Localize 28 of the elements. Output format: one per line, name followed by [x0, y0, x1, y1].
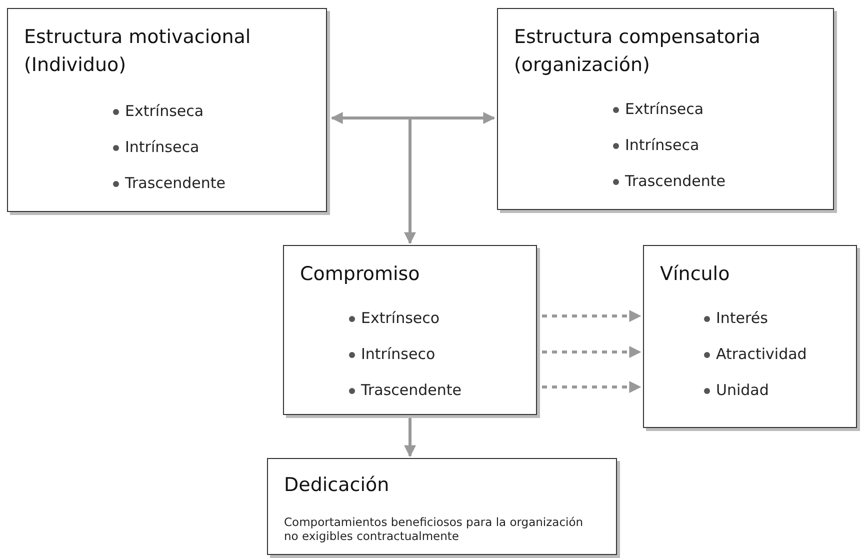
arrow — [542, 346, 642, 358]
list-item: Extrínseca — [625, 99, 704, 119]
list-item: Trascendente — [125, 173, 226, 193]
box-heading: Estructura compensatoria (organización) — [514, 25, 762, 78]
arrow — [330, 112, 496, 124]
list-item: Atractividad — [716, 344, 807, 364]
description-text: Comportamientos beneficiosos para la organización no exigibles contractualmente — [284, 515, 584, 543]
concept-box — [7, 8, 327, 212]
list-item: Trascendente — [361, 380, 462, 400]
list-item: Intrínseca — [625, 135, 700, 155]
list-item: Extrínseca — [125, 101, 204, 121]
list-item: Unidad — [716, 380, 769, 400]
list-item: Trascendente — [625, 171, 726, 191]
list-item: Intrínseco — [361, 344, 436, 364]
arrow — [542, 381, 642, 393]
box-heading: Vínculo — [660, 262, 731, 287]
arrow — [542, 310, 642, 322]
box-heading: Dedicación — [284, 473, 390, 498]
concept-box — [283, 245, 537, 415]
list-item: Intrínseca — [125, 137, 200, 157]
list-item: Interés — [716, 308, 768, 328]
box-heading: Estructura motivacional (Individuo) — [24, 25, 252, 78]
list-item: Extrínseco — [361, 308, 440, 328]
concept-box — [643, 245, 857, 428]
arrow — [404, 418, 416, 458]
concept-box — [497, 8, 834, 210]
concept-box — [267, 458, 617, 555]
box-heading: Compromiso — [300, 262, 421, 287]
